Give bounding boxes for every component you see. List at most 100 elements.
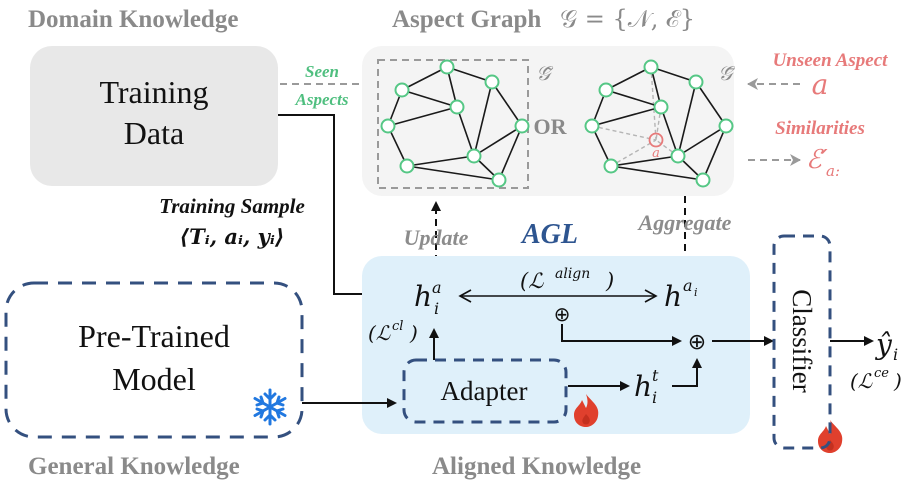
seen-aspect-graph [380, 59, 530, 188]
loss-ce-close: ) [893, 369, 902, 393]
graph-edge [695, 81, 727, 127]
graph-edge [702, 125, 727, 181]
aspect-node [718, 118, 734, 134]
domain-knowledge-title: Domain Knowledge [28, 6, 238, 33]
aspect-node [643, 59, 659, 75]
pretrained-model-label-line2: Model [112, 361, 196, 397]
aligned-knowledge-title: Aligned Knowledge [432, 453, 641, 480]
y-hat-sub: i [893, 345, 898, 364]
adapter-box [402, 358, 568, 424]
agl-label: AGL [520, 219, 578, 250]
oplus-concat-2: ⊕ [688, 330, 706, 355]
graph-edge [491, 81, 523, 127]
graph-edge [446, 66, 493, 83]
pretrained-model-label-line1: Pre-Trained [78, 318, 230, 354]
concat-to-oplus-arrow [561, 324, 682, 346]
seen-label-line2: Aspects [295, 90, 349, 109]
training-data-label-line2: Data [124, 115, 184, 151]
aspect-node [688, 74, 704, 90]
update-label: Update [404, 225, 469, 250]
aspect-node [695, 172, 711, 188]
graph-edge [610, 155, 679, 167]
h-i-a-sub: i [434, 299, 439, 318]
classifier-box [772, 234, 832, 450]
graph-edge [610, 165, 704, 181]
graph-edge [660, 106, 679, 157]
aspect-node [514, 118, 530, 134]
oplus-concat-1: ⊕ [554, 302, 571, 326]
h-i-a-base: h [414, 280, 432, 313]
aspect-node [598, 82, 614, 98]
training-data-box [30, 46, 278, 186]
graph-edge [473, 125, 523, 157]
or-label: OR [534, 114, 568, 139]
h-ai-base: h [664, 280, 682, 313]
training-sample-label: Training Sample [159, 194, 305, 218]
similarity-edge [655, 139, 679, 157]
graph-edge [387, 106, 458, 127]
aspect-graph-formula: 𝒢 = {𝒩, ℰ} [560, 5, 695, 33]
y-hat: ŷ [874, 328, 893, 361]
aspect-node [484, 74, 500, 90]
aspect-node [603, 158, 619, 174]
training-data-label-line1: Training [99, 74, 208, 110]
loss-align-close: ) [605, 269, 614, 293]
similarity-edge [610, 139, 657, 167]
snowflake-icon [253, 388, 287, 426]
unseen-aspect-node-label: a [652, 146, 660, 161]
adapter-label: Adapter [441, 376, 528, 406]
aspect-node [653, 99, 669, 115]
graph-edge [677, 125, 727, 157]
graph-edge [406, 165, 500, 181]
graph-edge [401, 89, 458, 108]
similarities-symbol: ℰ′ [806, 145, 828, 175]
aspect-graph-title: Aspect Graph [392, 6, 541, 33]
h-ai-supsub: i [694, 286, 698, 299]
similarity-edge [591, 125, 657, 141]
graph-edge [605, 66, 652, 91]
unseen-aspect-graph: a [584, 59, 734, 188]
loss-ce-sup: ce [874, 366, 889, 381]
general-knowledge-title: General Knowledge [28, 453, 240, 480]
unseen-aspect-label: Unseen Aspect [773, 50, 889, 71]
graph-edge [406, 155, 475, 167]
graph-edge [456, 106, 475, 157]
similarity-edge [655, 106, 662, 141]
aspect-node [491, 172, 507, 188]
similarity-edge [650, 66, 657, 141]
aggregate-label: Aggregate [637, 210, 732, 235]
graph-bar-label: 𝒢̄ [718, 61, 736, 85]
aspect-node [449, 99, 465, 115]
training-sample-tuple: ⟨Tᵢ, aᵢ, yᵢ⟩ [180, 224, 285, 249]
aspect-node [584, 118, 600, 134]
h-i-t-sub: i [652, 388, 657, 407]
aspect-node [670, 148, 686, 164]
loss-cl-sup: cl [392, 319, 403, 334]
classifier-label: Classifier [787, 289, 817, 392]
similarities-label: Similarities [775, 118, 865, 139]
loss-align-open: (ℒ [520, 269, 544, 293]
aspect-node [439, 59, 455, 75]
unseen-aspect-node [648, 132, 664, 148]
loss-cl-close: ) [409, 321, 418, 345]
graph-edge [401, 66, 448, 91]
h-i-t-sup: t [652, 366, 659, 385]
aspect-node [466, 148, 482, 164]
h-i-a-sup: a [432, 278, 442, 297]
h-i-t-base: h [634, 370, 652, 403]
graph-edge [473, 81, 493, 157]
loss-cl-open: (ℒ [368, 321, 391, 345]
unseen-aspect-symbol: a [812, 68, 829, 101]
adapter-flame-icon [574, 394, 599, 427]
graph-edge [498, 125, 523, 181]
aspect-node [399, 158, 415, 174]
h-ai-sup: a [683, 276, 693, 295]
aspect-node [380, 118, 396, 134]
graph-edge [677, 81, 697, 157]
graph-edge [650, 66, 697, 83]
hit-to-oplus-arrow [672, 358, 702, 387]
loss-align-sup: align [555, 266, 590, 282]
graph-edge [591, 106, 662, 127]
